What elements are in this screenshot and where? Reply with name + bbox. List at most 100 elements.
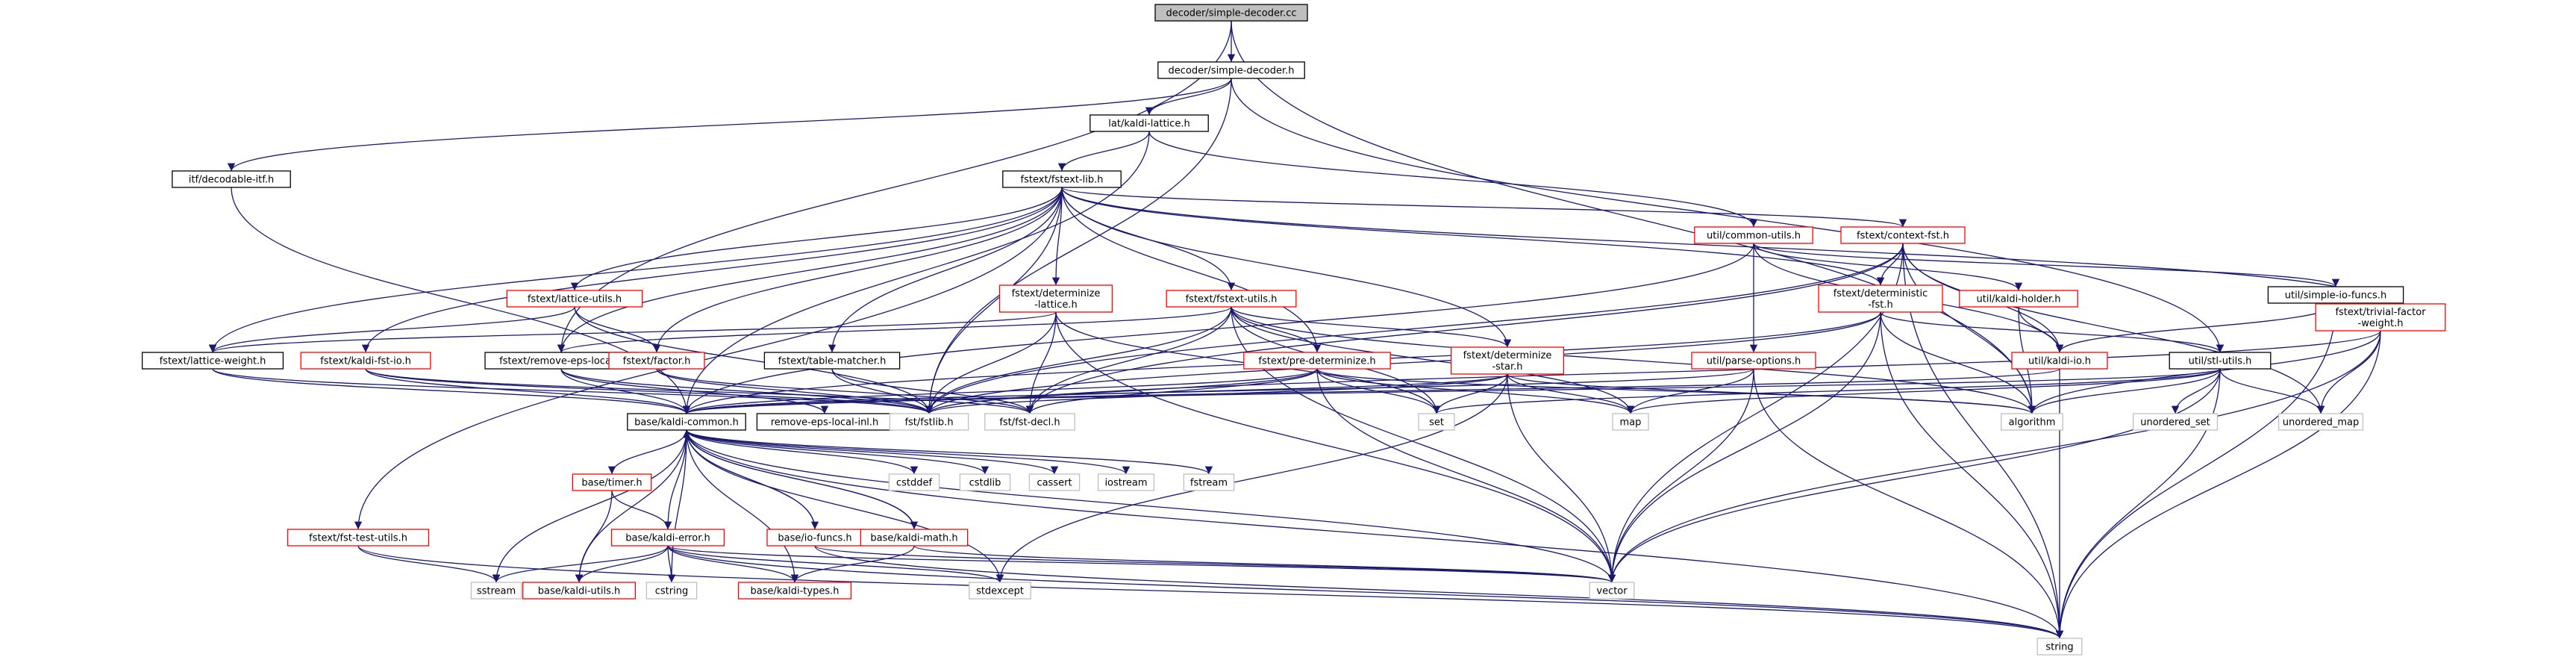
node-common[interactable]: util/common-utils.h	[1694, 226, 1813, 244]
node-algorithm[interactable]: algorithm	[2001, 413, 2063, 431]
node-factor[interactable]: fstext/factor.h	[608, 352, 705, 370]
node-kutils[interactable]: base/kaldi-utils.h	[522, 582, 637, 600]
edge-fstlib_h-to-detlat	[1051, 187, 1063, 286]
node-string[interactable]: string	[2036, 638, 2083, 656]
node-box	[2267, 286, 2404, 304]
edge-fsttest-to-string	[357, 545, 2063, 639]
node-kaldiio[interactable]: util/kaldi-io.h	[2011, 352, 2108, 370]
node-latw[interactable]: fstext/lattice-weight.h	[141, 352, 284, 370]
node-label: base/io-funcs.h	[778, 533, 851, 544]
edge-simpleio-to-string	[2055, 302, 2336, 639]
edge-ctxfst-to-detfst	[1876, 243, 1904, 286]
node-cstring[interactable]: cstring	[645, 582, 698, 600]
node-label: util/common-utils.h	[1707, 231, 1801, 242]
node-umap[interactable]: unordered_map	[2278, 413, 2364, 431]
node-sstream[interactable]: sstream	[470, 582, 522, 600]
node-label: fstext/lattice-utils.h	[528, 294, 622, 305]
node-set[interactable]: set	[1418, 413, 1455, 431]
node-detfst[interactable]: fstext/deterministic-fst.h	[1818, 284, 1943, 313]
edge-stlutils-to-set	[1433, 368, 2221, 414]
edge-stlutils-to-string	[2055, 368, 2221, 639]
edge-kerror-to-sstream	[492, 545, 669, 583]
node-fstdecl[interactable]: fst/fst-decl.h	[984, 413, 1075, 431]
edge-fstutils-to-algorithm	[1231, 306, 2036, 414]
node-label: fstream	[1190, 478, 1228, 489]
node-sd_h[interactable]: decoder/simple-decoder.h	[1157, 61, 1305, 79]
edge-fstlib_h-to-tablem	[828, 187, 1063, 353]
node-kmath[interactable]: base/kaldi-math.h	[860, 529, 969, 547]
node-cstdlib[interactable]: cstdlib	[959, 473, 1011, 491]
node-kerror[interactable]: base/kaldi-error.h	[610, 529, 725, 547]
node-label: fstext/fstext-lib.h	[1021, 175, 1104, 186]
edge-factor-to-fstfstlib	[656, 368, 934, 414]
edge-common-to-simpleio	[1753, 243, 2339, 287]
node-fstutils[interactable]: fstext/fstext-utils.h	[1166, 290, 1297, 308]
edge-fstlib_h-to-latutils	[570, 187, 1063, 291]
node-remepsinl[interactable]: remove-eps-local-inl.h	[756, 413, 893, 431]
edge-parseopt-to-vector	[1607, 368, 1754, 583]
node-detlat[interactable]: fstext/determinize-lattice.h	[998, 284, 1113, 313]
node-iostream[interactable]: iostream	[1097, 473, 1155, 491]
node-stlutils[interactable]: util/stl-utils.h	[2169, 352, 2272, 370]
node-vector[interactable]: vector	[1589, 582, 1635, 600]
edge-kaldiio-to-kcommon	[683, 368, 2060, 414]
node-ctxfst[interactable]: fstext/context-fst.h	[1840, 226, 1966, 244]
node-box	[1840, 226, 1966, 244]
node-fsttest[interactable]: fstext/fst-test-utils.h	[287, 529, 430, 547]
node-cstddef[interactable]: cstddef	[888, 473, 940, 491]
node-root[interactable]: decoder/simple-decoder.cc	[1154, 4, 1308, 22]
edge-fstlib_h-to-fsttest	[354, 187, 1063, 530]
edge-lat-to-common	[1148, 131, 1758, 228]
node-latutils[interactable]: fstext/lattice-utils.h	[506, 290, 643, 308]
node-cassert[interactable]: cassert	[1028, 473, 1081, 491]
node-box	[2011, 352, 2108, 370]
edge-detstar-to-stdexcept	[995, 373, 1508, 583]
node-simpleio[interactable]: util/simple-io-funcs.h	[2267, 286, 2404, 304]
node-timer[interactable]: base/timer.h	[572, 473, 652, 491]
node-fstlib_h[interactable]: fstext/fstext-lib.h	[1002, 170, 1122, 188]
node-map[interactable]: map	[1612, 413, 1649, 431]
edge-kerror-to-cstring	[667, 545, 676, 583]
node-box	[1450, 346, 1565, 375]
edge-kcommon-to-kerror	[663, 429, 687, 530]
node-tablem[interactable]: fstext/table-matcher.h	[763, 352, 901, 370]
node-label: fstext/kaldi-fst-io.h	[320, 356, 411, 367]
node-ktypes[interactable]: base/kaldi-types.h	[737, 582, 852, 600]
node-uset[interactable]: unordered_set	[2132, 413, 2219, 431]
node-label: stdexcept	[976, 586, 1024, 597]
edge-root-to-remeps	[557, 20, 1232, 353]
node-box	[1154, 4, 1308, 22]
node-predet[interactable]: fstext/pre-determinize.h	[1243, 352, 1391, 370]
edge-sd_h-to-lat	[1145, 78, 1232, 116]
node-box	[2132, 413, 2219, 431]
edge-detstar-to-set	[1432, 373, 1508, 414]
edge-kcommon-to-cstddef	[686, 429, 919, 475]
edge-stlutils-to-kcommon	[683, 368, 2221, 414]
edge-factor-to-fstdecl	[656, 368, 1034, 414]
node-stdexcept[interactable]: stdexcept	[969, 582, 1031, 600]
node-fstfstlib[interactable]: fst/fstlib.h	[889, 413, 969, 431]
edge-iofuncs-to-string	[814, 545, 2063, 639]
node-detstar[interactable]: fstext/determinize-star.h	[1450, 346, 1565, 375]
node-label: vector	[1596, 586, 1628, 597]
node-holder[interactable]: util/kaldi-holder.h	[1959, 290, 2078, 308]
node-kfstio[interactable]: fstext/kaldi-fst-io.h	[300, 352, 431, 370]
edge-kcommon-to-cstdlib	[686, 429, 990, 475]
edge-latutils-to-factor	[574, 306, 661, 353]
node-lat[interactable]: lat/kaldi-lattice.h	[1090, 114, 1209, 132]
node-kcommon[interactable]: base/kaldi-common.h	[627, 413, 746, 431]
edge-remeps-to-fstfstlib	[560, 368, 934, 414]
node-itf[interactable]: itf/decodable-itf.h	[172, 170, 291, 188]
edge-kerror-to-ktypes	[667, 545, 799, 583]
node-box	[2001, 413, 2063, 431]
node-fstream[interactable]: fstream	[1183, 473, 1235, 491]
edge-fstutils-to-fstfstlib	[925, 306, 1232, 414]
node-remeps[interactable]: fstext/remove-eps-local.h	[484, 352, 638, 370]
node-parseopt[interactable]: util/parse-options.h	[1691, 352, 1816, 370]
edge-detstar-to-map	[1507, 373, 1635, 414]
edge-stlutils-to-uset	[2171, 368, 2221, 414]
node-trivial[interactable]: fstext/trivial-factor-weight.h	[2315, 303, 2446, 332]
node-iofuncs[interactable]: base/io-funcs.h	[766, 529, 863, 547]
node-box	[287, 529, 430, 547]
node-label: util/stl-utils.h	[2189, 356, 2252, 367]
